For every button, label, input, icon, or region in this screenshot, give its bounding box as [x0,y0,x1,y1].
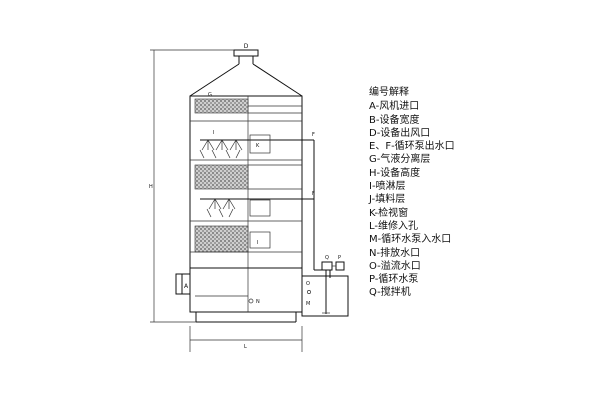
top-outlet-label: D [244,43,249,50]
circulation-pipe: F F [302,132,331,278]
height-label: H [149,184,153,190]
legend-item: H-设备高度 [369,167,421,179]
access-hatch [249,231,271,249]
legend: 编号解释 A-风机进口 B-设备宽度 D-设备出风口 E、F-循环泵出水口 G-… [369,86,569,300]
spray-label-upper: I [213,130,214,136]
width-dimension: L [189,326,303,352]
inspection-window-upper [249,134,271,154]
top-outlet: D [233,43,259,64]
window-label: K [256,143,260,149]
demister-layer [194,98,249,114]
pump-label-p: P [338,255,341,261]
legend-item: O-溢流水口 [369,260,421,272]
inspection-window-lower [249,199,271,217]
packing-layer-lower [194,225,249,253]
circulation-tank [301,275,349,317]
legend-item: K-检视窗 [369,207,409,219]
upper-spray-nozzles [199,139,243,159]
legend-item: Q-搅拌机 [369,287,411,299]
tank-label-m: M [306,301,310,307]
legend-item: J-填料层 [369,194,406,206]
width-label: L [244,344,247,350]
pump-assembly: Q P [321,255,345,314]
fan-inlet: A [175,273,191,295]
inlet-label: A [184,283,189,290]
pump-label-q: Q [325,255,329,261]
sump-tank [189,267,303,313]
legend-item: D-设备出风口 [369,127,431,139]
legend-item: P-循环水泵 [369,274,419,286]
legend-item: L-维修入孔 [369,220,419,232]
outlet-label-f: F [312,191,315,197]
conical-hood [189,63,303,97]
packing-layer-upper [194,164,249,190]
outlet-label-e: F [312,132,315,138]
legend-item: M-循环水泵入水口 [369,234,452,246]
layer-g-label: G [208,92,212,98]
legend-title: 编号解释 [369,87,409,98]
legend-item: A-风机进口 [369,101,420,113]
legend-item: G-气液分离层 [369,154,431,166]
packing-label: I [257,240,258,246]
legend-item: E、F-循环泵出水口 [369,141,455,153]
lower-spray-nozzles [206,198,236,218]
legend-item: N-排放水口 [369,247,421,259]
legend-item: B-设备宽度 [369,114,420,126]
tank-label-o: O [306,281,310,287]
drain-label: N [256,299,260,305]
height-dimension: H [149,49,234,323]
legend-item: I-喷淋层 [369,181,406,193]
